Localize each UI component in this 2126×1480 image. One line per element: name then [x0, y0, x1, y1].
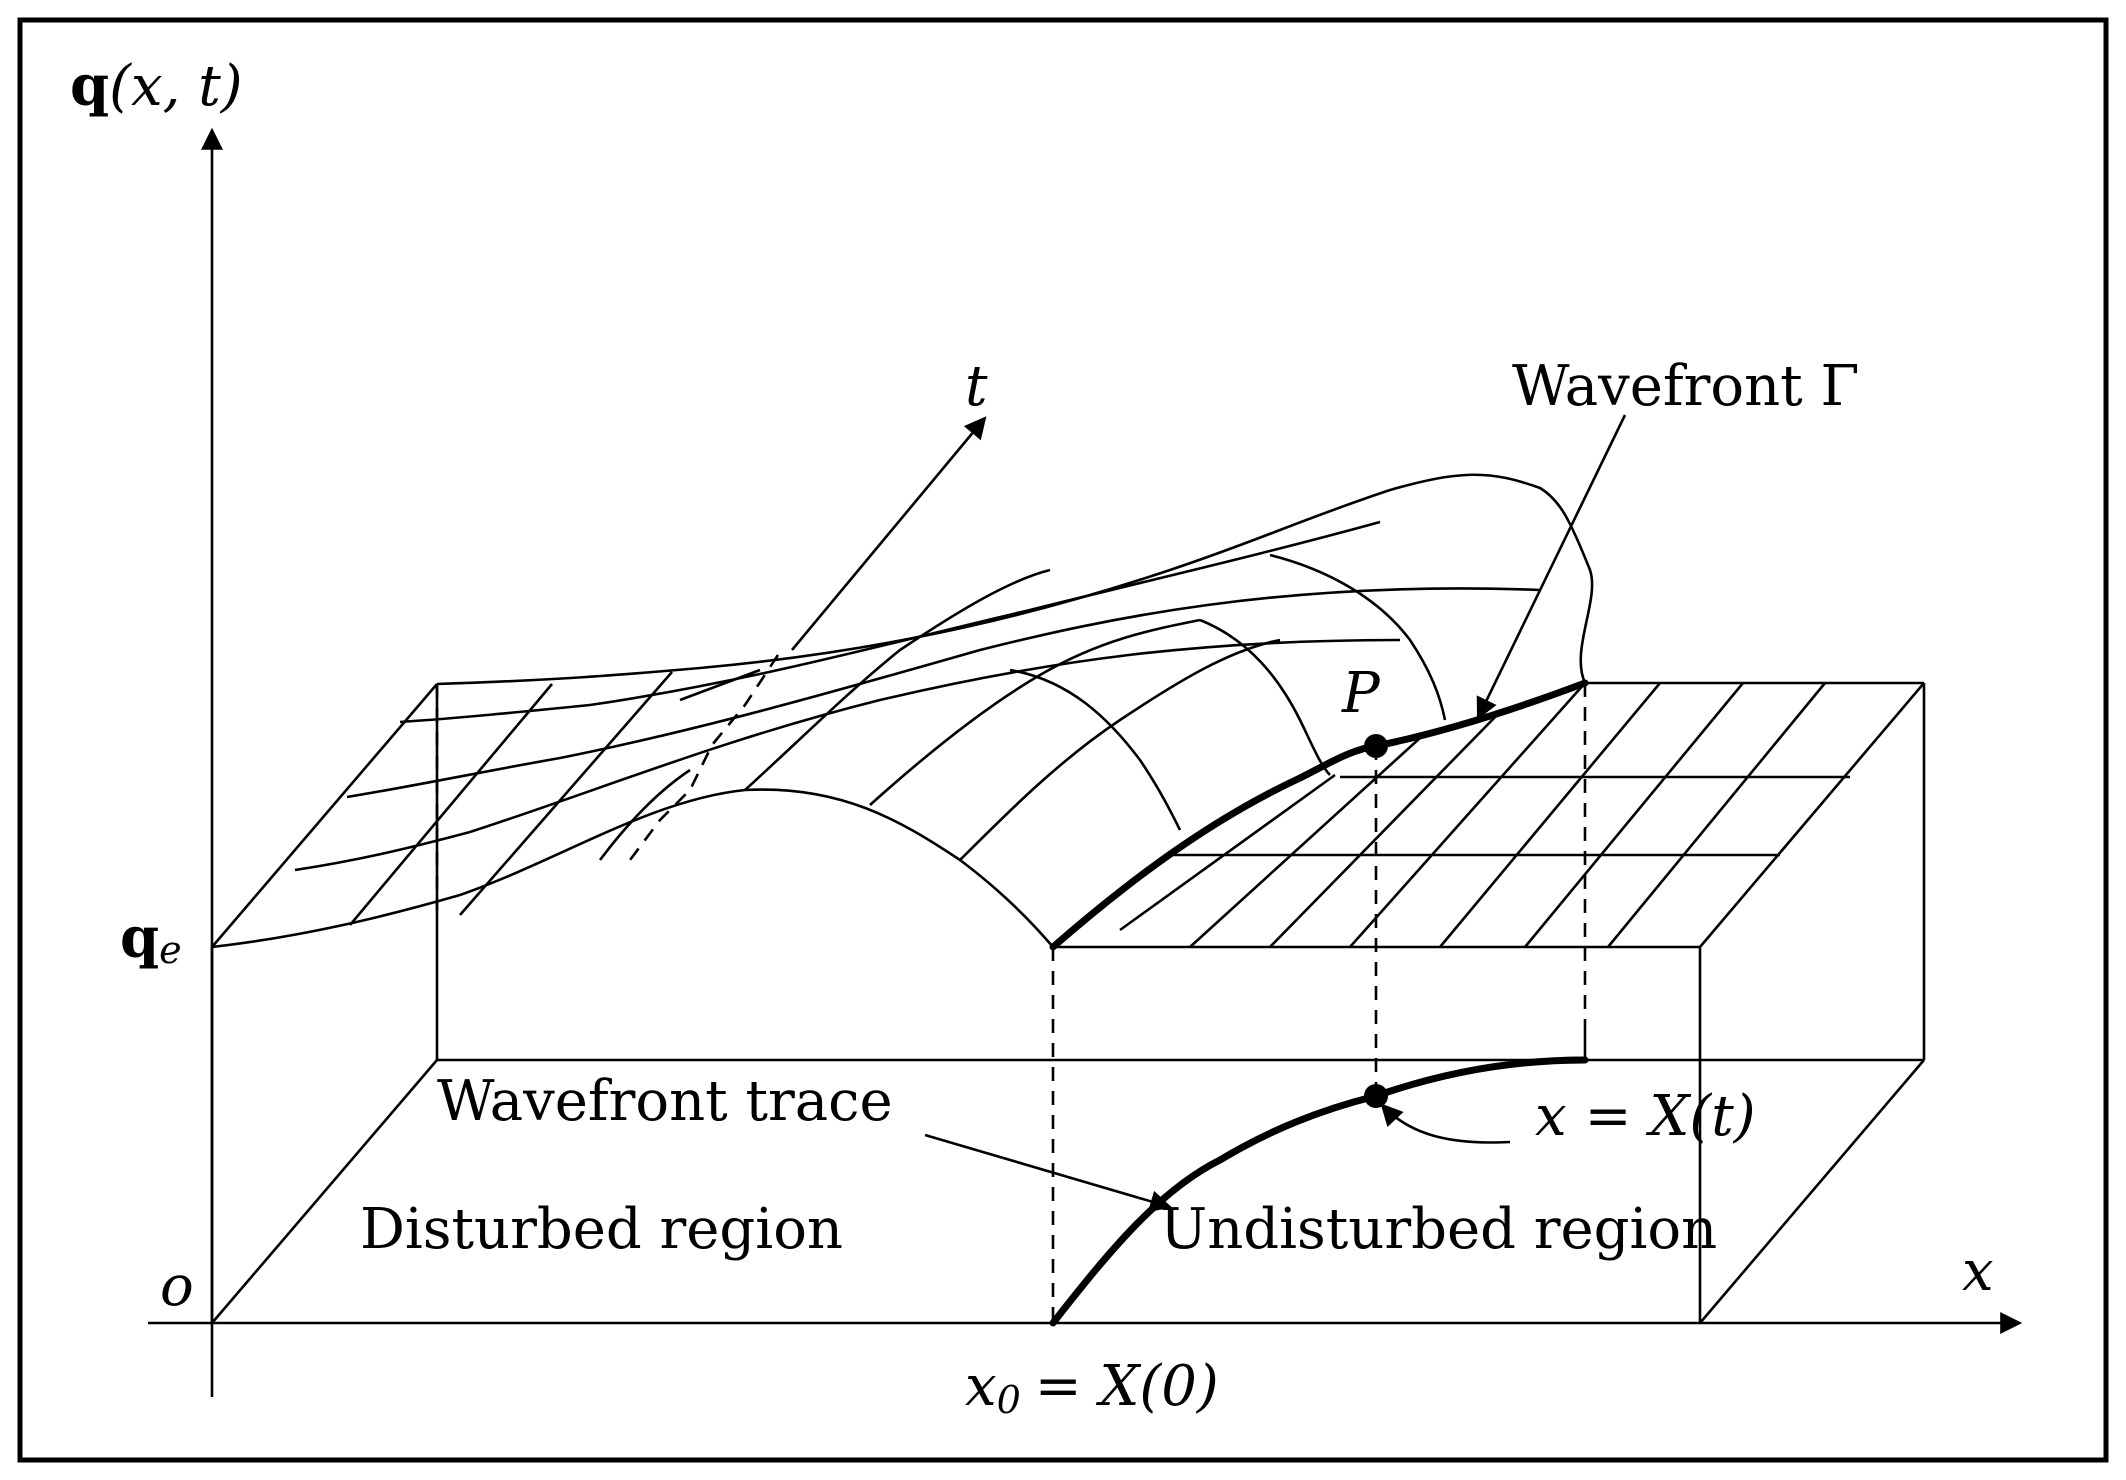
figure-border	[17, 17, 2109, 1463]
undisturbed-region-label: Undisturbed region	[1160, 1197, 1717, 1262]
wavefront-gamma-label: Wavefront Γ	[1512, 354, 1859, 419]
wavefront-gamma-curve	[1049, 679, 1589, 951]
hump-front-edge	[459, 788, 1054, 948]
dashed-projections	[435, 654, 1587, 1323]
point-p-label: P	[1341, 661, 1381, 726]
disturbed-region-label: Disturbed region	[360, 1197, 843, 1262]
x-eq-X-label: x=X(t)	[1535, 1084, 1756, 1149]
x0-label: x0= X(0)	[965, 1354, 1219, 1422]
wavefront-trace-curve	[1049, 1056, 1589, 1327]
wavefront-curves	[1049, 679, 1589, 1327]
origin-label: o	[160, 1254, 194, 1319]
qe-label: qe	[120, 905, 182, 972]
t-axis	[791, 416, 987, 651]
labels: q(x, t) qe o x t Wavefront Γ P Wavefront…	[70, 53, 1994, 1422]
box-edges	[210, 681, 1926, 1323]
disturbed-strip	[211, 666, 701, 949]
undisturbed-plane-grid	[1119, 682, 1850, 948]
y-axis-label: q(x, t)	[70, 53, 243, 119]
wavefront-trace-label: Wavefront trace	[437, 1069, 893, 1134]
x-axis-label: x	[1962, 1239, 1994, 1304]
t-axis-label: t	[965, 354, 988, 419]
base-plane	[211, 1058, 1925, 1324]
hump-surface	[459, 473, 1594, 948]
annotation-arrows	[924, 414, 1627, 1212]
point-p-dot	[1364, 734, 1388, 758]
hump-ridge	[699, 473, 1594, 684]
point-x-dot	[1364, 1084, 1388, 1108]
